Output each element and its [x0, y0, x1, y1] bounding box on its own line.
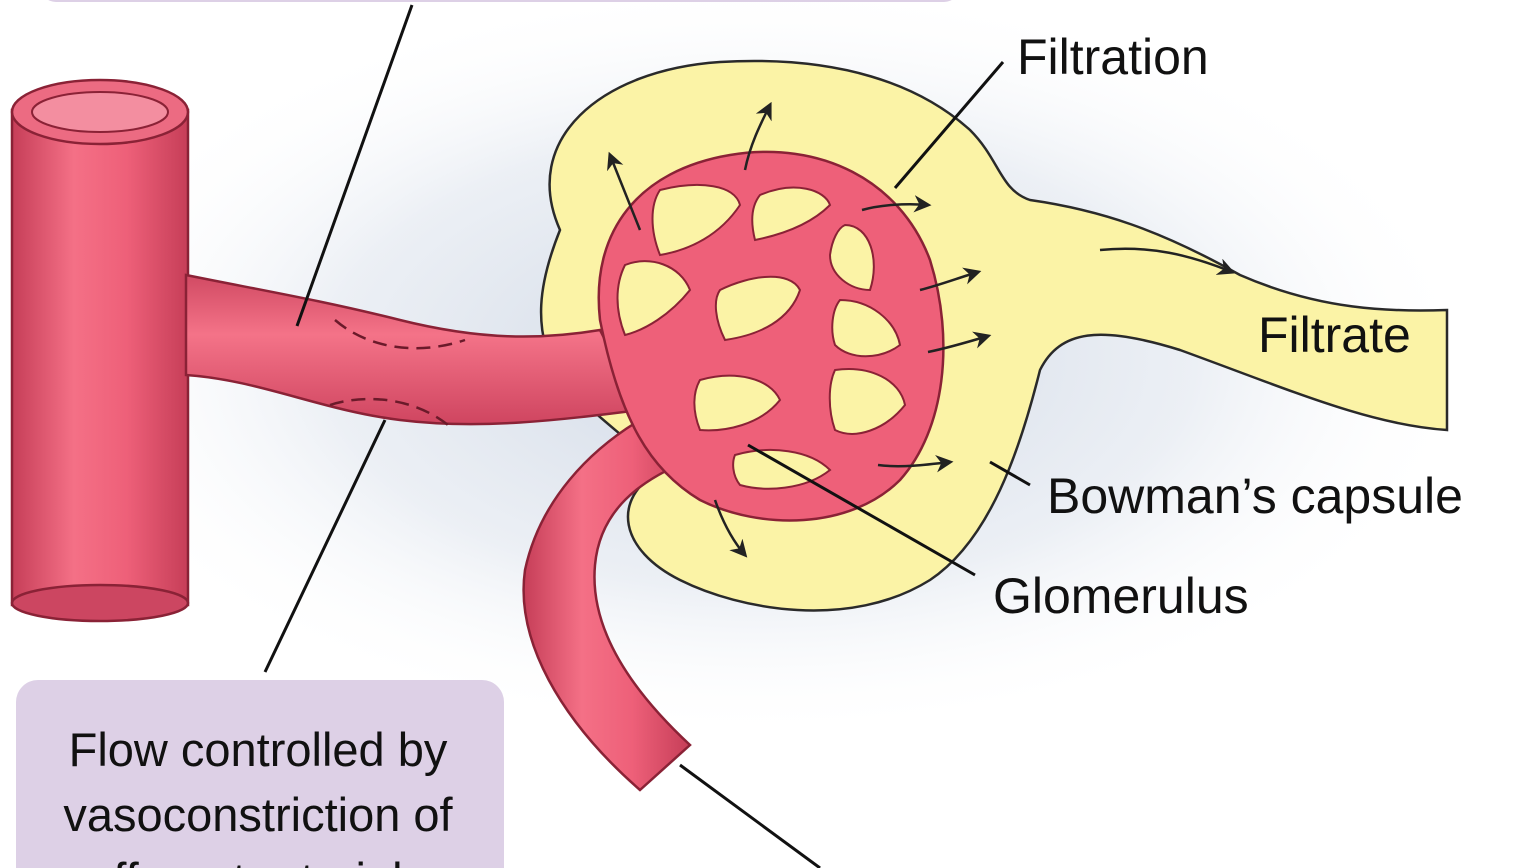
label-glomerulus: Glomerulus	[993, 568, 1249, 624]
callout-line-1: Flow controlled by	[69, 723, 448, 776]
label-filtrate: Filtrate	[1258, 307, 1411, 363]
label-filtration: Filtration	[1017, 29, 1209, 85]
callout-line-2: vasoconstriction of	[63, 788, 453, 841]
renal-artery-vessel	[12, 80, 188, 621]
bottom-callout-box: Flow controlled by vasoconstriction of e…	[16, 680, 504, 868]
label-bowmans-capsule: Bowman’s capsule	[1047, 468, 1463, 524]
callout-line-3: efferent arteriole	[87, 853, 428, 868]
top-callout-box	[40, 0, 960, 2]
leader-efferent	[680, 765, 820, 868]
